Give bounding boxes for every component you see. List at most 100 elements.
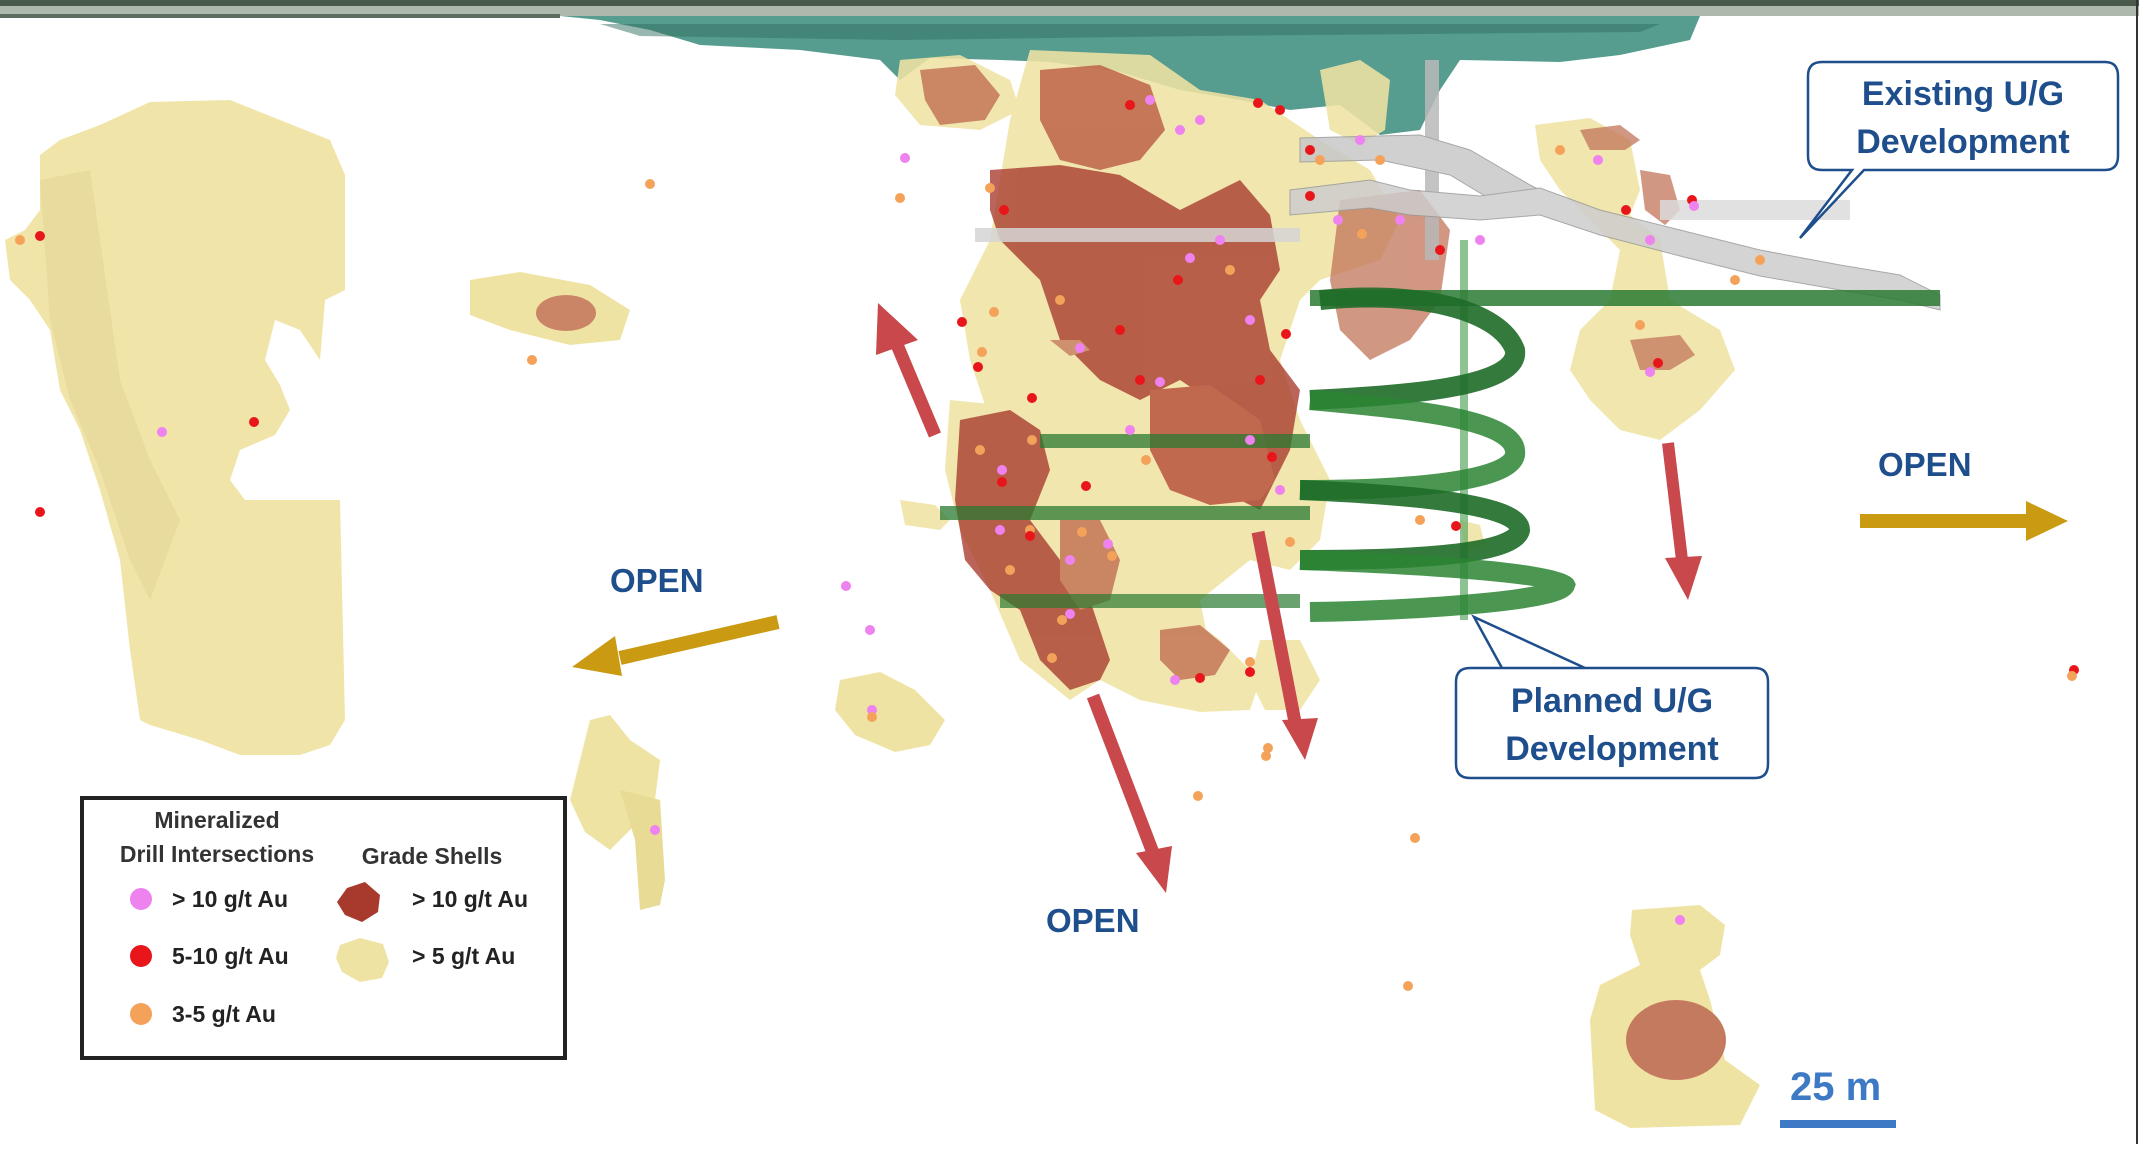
drill-intersection-dot: [977, 347, 987, 357]
drill-intersection-dot: [1047, 653, 1057, 663]
drill-intersection-dot: [1081, 481, 1091, 491]
drill-intersection-dot: [1065, 609, 1075, 619]
arrow-red-up-left: [876, 303, 941, 438]
grade-shell-low-small-4: [835, 672, 945, 752]
drill-intersection-dot: [35, 231, 45, 241]
drill-intersection-dot: [1475, 235, 1485, 245]
drill-intersection-dot: [249, 417, 259, 427]
legend-shell-item-2: > 5 g/t Au: [412, 943, 515, 969]
drill-intersection-dot: [1170, 675, 1180, 685]
open-label-left: OPEN: [610, 562, 704, 599]
drill-intersection-dot: [1245, 435, 1255, 445]
drill-intersection-dot: [841, 581, 851, 591]
scale-bar-label: 25 m: [1790, 1065, 1881, 1109]
drill-intersection-dot: [1275, 105, 1285, 115]
drill-intersection-dot: [15, 235, 25, 245]
drill-intersection-dot: [1355, 135, 1365, 145]
drill-intersection-dot: [1005, 565, 1015, 575]
drill-intersection-dot: [2067, 671, 2077, 681]
grade-shell-low-left-large: [5, 100, 345, 755]
legend-drill-item-2: 5-10 g/t Au: [172, 943, 289, 969]
legend-drill-heading-1: Mineralized: [154, 807, 279, 833]
legend-shell-high-swatch: [337, 882, 380, 922]
drill-intersection-dots: [15, 95, 2079, 991]
topography-surface: [0, 0, 2139, 18]
legend: Mineralized Drill Intersections Grade Sh…: [80, 796, 567, 1060]
drill-intersection-dot: [650, 825, 660, 835]
drill-intersection-dot: [35, 507, 45, 517]
planned-ug-callout: Planned U/G Development: [1454, 614, 1770, 780]
open-pit-shape: [560, 16, 1700, 135]
arrow-red-down-right: [1662, 442, 1702, 600]
drill-intersection-dot: [1173, 275, 1183, 285]
drill-intersection-dot: [1261, 751, 1271, 761]
drill-intersection-dot: [1193, 791, 1203, 801]
drill-intersection-dot: [1267, 452, 1277, 462]
drill-intersection-dot: [1115, 325, 1125, 335]
drill-intersection-dot: [973, 362, 983, 372]
existing-callout-line1: Existing U/G: [1862, 75, 2064, 113]
drill-intersection-dot: [1730, 275, 1740, 285]
drill-intersection-dot: [1103, 539, 1113, 549]
drill-intersection-dot: [975, 445, 985, 455]
drill-intersection-dot: [865, 625, 875, 635]
planned-callout-line1: Planned U/G: [1511, 682, 1713, 720]
drill-intersection-dot: [1245, 657, 1255, 667]
scale-bar: 25 m: [1780, 1065, 1896, 1128]
drill-intersection-dot: [1225, 265, 1235, 275]
drill-intersection-dot: [895, 193, 905, 203]
drill-intersection-dot: [989, 307, 999, 317]
scale-bar-line: [1780, 1120, 1896, 1128]
drill-intersection-dot: [1215, 235, 1225, 245]
drill-intersection-dot: [1285, 537, 1295, 547]
legend-drill-item-3: 3-5 g/t Au: [172, 1001, 276, 1027]
drill-intersection-dot: [1375, 155, 1385, 165]
drill-intersection-dot: [1621, 205, 1631, 215]
drill-intersection-dot: [1253, 98, 1263, 108]
drill-intersection-dot: [1635, 320, 1645, 330]
drill-intersection-dot: [1593, 155, 1603, 165]
drill-intersection-dot: [1245, 315, 1255, 325]
drill-intersection-dot: [645, 179, 655, 189]
drill-intersection-dot: [1107, 551, 1117, 561]
legend-shell-item-1: > 10 g/t Au: [412, 886, 528, 912]
drill-intersection-dot: [997, 477, 1007, 487]
drill-intersection-dot: [1255, 375, 1265, 385]
arrow-red-down-center: [1251, 530, 1318, 760]
drill-intersection-dot: [1025, 531, 1035, 541]
planned-ug-development: [940, 240, 1940, 622]
open-label-bottom: OPEN: [1046, 902, 1140, 939]
drill-intersection-dot: [1185, 253, 1195, 263]
drill-intersection-dot: [1395, 215, 1405, 225]
legend-dot-red: [130, 945, 152, 967]
legend-drill-heading-2: Drill Intersections: [120, 841, 314, 867]
drill-intersection-dot: [1245, 667, 1255, 677]
drill-intersection-dot: [1645, 235, 1655, 245]
drill-intersection-dot: [1281, 329, 1291, 339]
drill-intersection-dot: [1675, 915, 1685, 925]
open-pit-shadow: [600, 24, 1660, 40]
drill-intersection-dot: [1195, 673, 1205, 683]
grade-shell-high-small-1: [536, 295, 596, 331]
drill-intersection-dot: [1315, 155, 1325, 165]
drill-intersection-dot: [1027, 393, 1037, 403]
drill-intersection-dot: [1263, 743, 1273, 753]
drill-intersection-dot: [1141, 455, 1151, 465]
drill-intersection-dot: [867, 705, 877, 715]
legend-shell-low-swatch: [336, 938, 389, 982]
drill-intersection-dot: [1065, 555, 1075, 565]
drill-intersection-dot: [1275, 485, 1285, 495]
existing-ug-development: [975, 60, 1941, 311]
drill-intersection-dot: [1555, 145, 1565, 155]
drill-intersection-dot: [1357, 229, 1367, 239]
drill-intersection-dot: [957, 317, 967, 327]
existing-ug-callout: Existing U/G Development: [1799, 60, 2120, 239]
drill-intersection-dot: [1075, 343, 1085, 353]
drill-intersection-dot: [527, 355, 537, 365]
legend-dot-pink: [130, 888, 152, 910]
drill-intersection-dot: [1135, 375, 1145, 385]
drill-intersection-dot: [1195, 115, 1205, 125]
red-open-arrows: [876, 303, 1702, 893]
